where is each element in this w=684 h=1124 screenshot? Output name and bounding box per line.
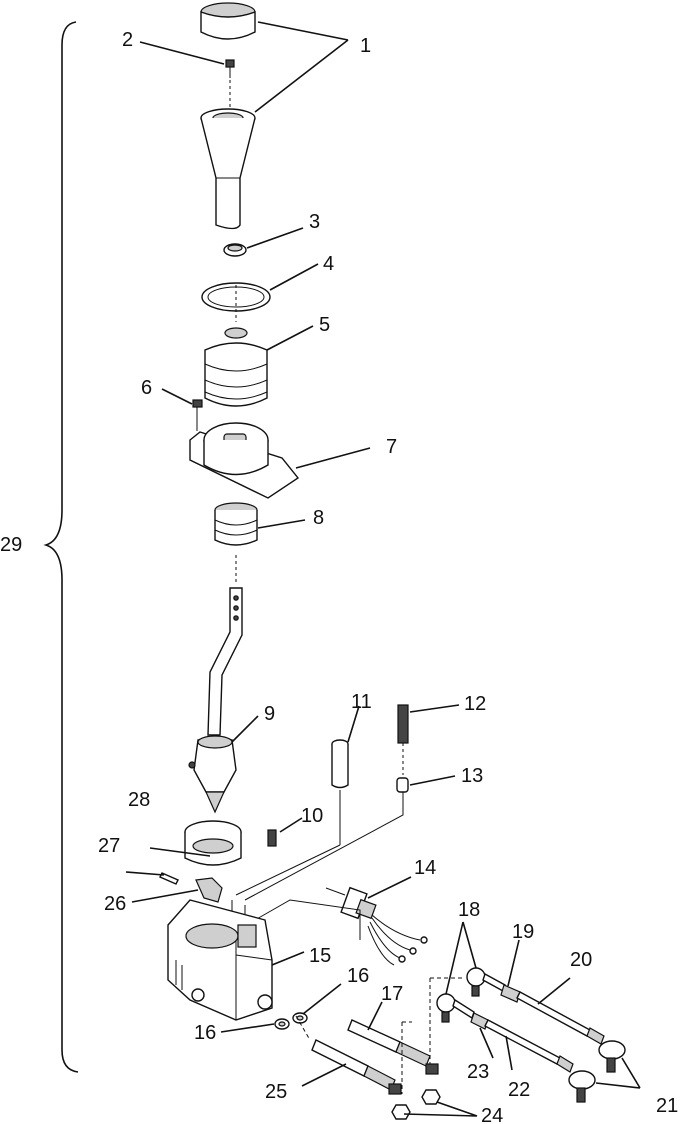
callout-28: 28 <box>128 789 150 811</box>
part-15-housing <box>167 899 273 1021</box>
part-12-rod <box>397 704 409 775</box>
callout-2: 2 <box>122 29 133 51</box>
part-25-shaft <box>311 1039 402 1095</box>
callout-8: 8 <box>313 507 324 529</box>
callout-20: 20 <box>570 949 592 971</box>
part-7-housing <box>189 422 300 499</box>
part-27-pin <box>159 872 179 885</box>
callout-11: 11 <box>351 691 372 713</box>
callout-22: 22 <box>508 1079 530 1101</box>
part-26-detent <box>195 877 223 903</box>
callout-15: 15 <box>309 945 331 967</box>
part-18-rod-end-upper <box>466 967 506 997</box>
callout-1: 1 <box>360 35 371 57</box>
callout-3: 3 <box>309 211 320 233</box>
part-19-jam-nut <box>500 984 521 1003</box>
callout-18: 18 <box>458 899 480 921</box>
part-1-knob <box>200 2 256 230</box>
part-2-screw <box>225 59 235 108</box>
part-5-boot <box>204 327 268 407</box>
callout-16-lower: 16 <box>194 1022 216 1044</box>
part-14-switch <box>254 886 428 966</box>
part-9-shift-lever <box>188 555 243 814</box>
alignment-lines <box>295 977 462 1094</box>
part-22-cable <box>484 1019 596 1103</box>
wire-paths <box>231 792 404 935</box>
part-8-spring <box>214 502 258 546</box>
callout-12: 12 <box>464 693 486 715</box>
callout-23: 23 <box>467 1061 489 1083</box>
part-3-bushing <box>223 243 247 257</box>
callout-5: 5 <box>319 314 330 336</box>
callout-19: 19 <box>512 921 534 943</box>
part-18-rod-end-lower <box>436 993 475 1023</box>
part-16-oring-lower <box>274 1018 290 1030</box>
callout-10: 10 <box>301 805 323 827</box>
callout-6: 6 <box>141 377 152 399</box>
callout-27: 27 <box>98 835 120 857</box>
part-4-ring <box>201 282 271 322</box>
assembly-brace <box>43 21 79 1073</box>
callout-16-upper: 16 <box>347 965 369 987</box>
callout-14: 14 <box>414 857 436 879</box>
callout-21: 21 <box>656 1095 678 1117</box>
part-13-connector <box>396 777 409 793</box>
part-23-jam-nut <box>470 1012 489 1030</box>
part-24-nuts <box>391 1089 441 1120</box>
part-6-bolt <box>192 399 203 448</box>
callout-29: 29 <box>0 534 22 556</box>
callout-7: 7 <box>386 436 397 458</box>
leader-lines <box>125 21 641 1117</box>
part-17-shaft <box>347 1019 439 1075</box>
callout-17: 17 <box>381 983 403 1005</box>
part-11-pin <box>331 739 349 845</box>
callout-25: 25 <box>265 1081 287 1103</box>
part-10-stud <box>267 829 277 847</box>
callout-9: 9 <box>264 703 275 725</box>
callout-24: 24 <box>481 1105 503 1124</box>
callout-26: 26 <box>104 893 126 915</box>
callout-13: 13 <box>461 765 483 787</box>
part-16-oring-upper <box>292 1012 308 1024</box>
callout-4: 4 <box>323 253 334 275</box>
part-28-socket <box>184 820 242 866</box>
part-20-cable <box>516 991 626 1073</box>
